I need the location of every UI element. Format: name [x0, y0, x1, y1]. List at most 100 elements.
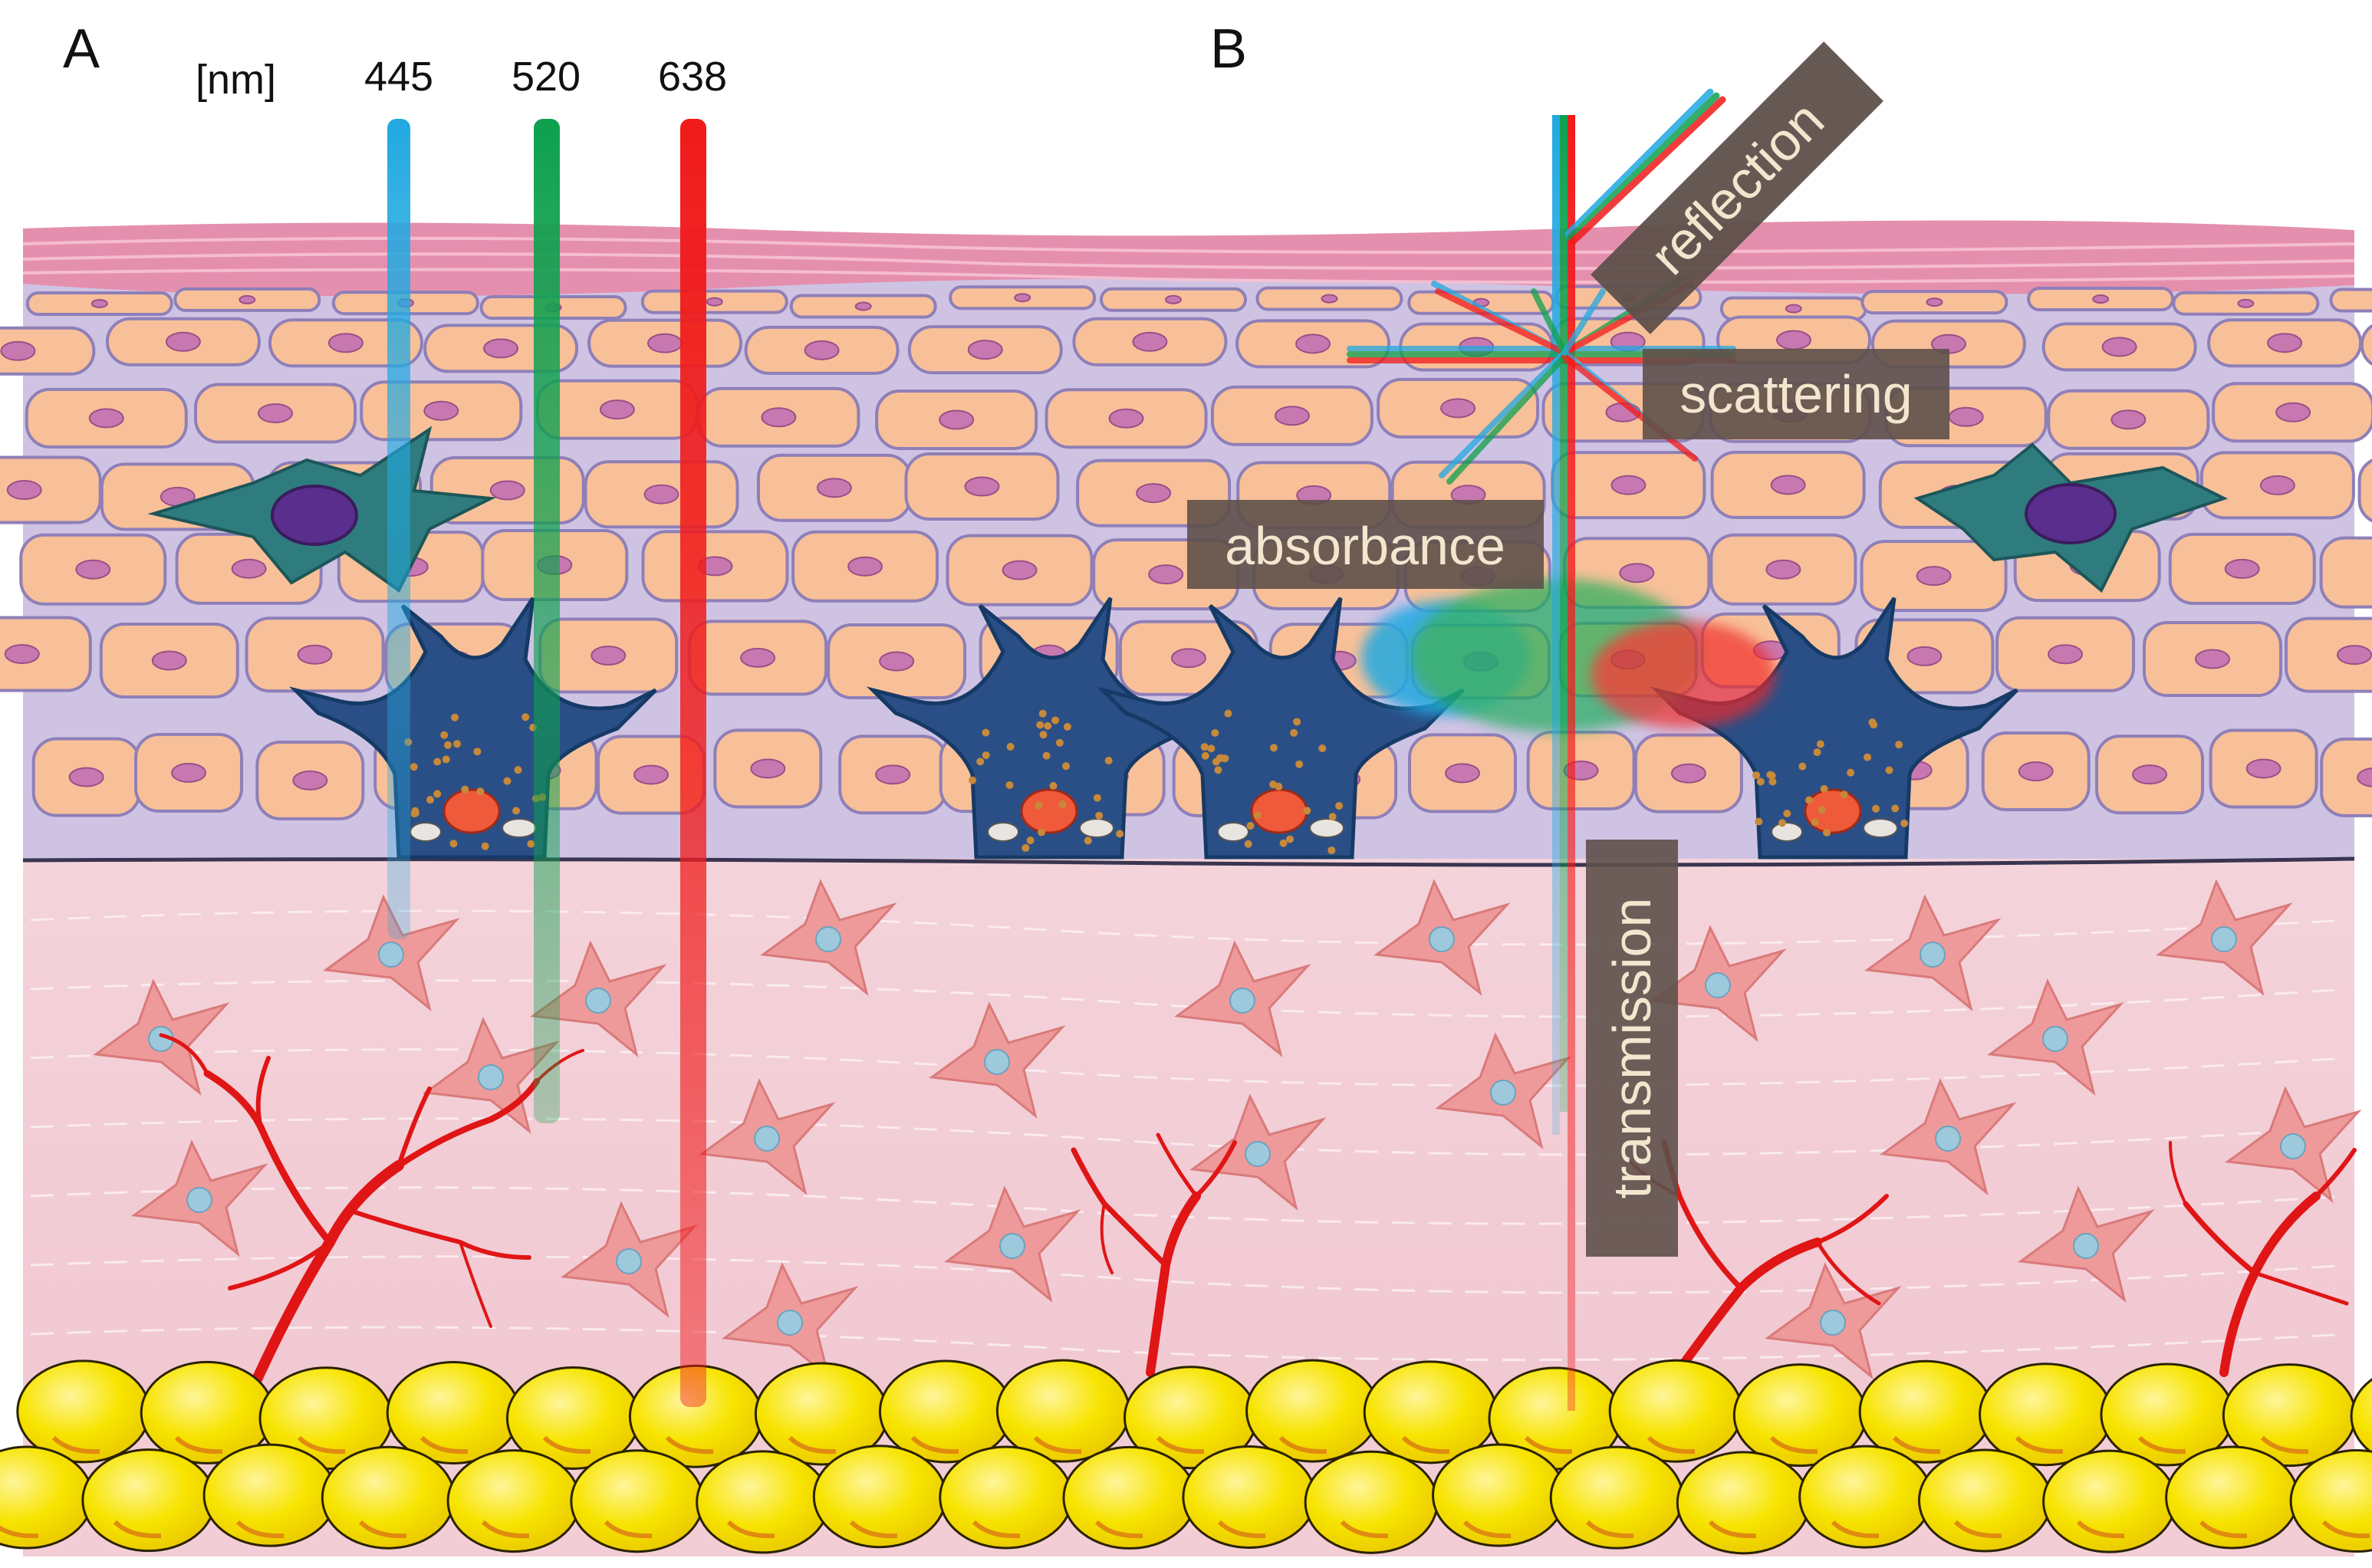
- keratinocyte: [31, 737, 141, 817]
- keratinocyte: [713, 728, 823, 809]
- blood-vessels: [159, 1033, 2357, 1393]
- fibroblast: [1765, 1262, 1902, 1379]
- keratinocyte: [25, 291, 173, 316]
- keratinocyte: [0, 455, 102, 524]
- keratinocyte: [1860, 290, 2008, 315]
- adipocyte: [1549, 1445, 1684, 1550]
- keratinocyte: [2172, 291, 2320, 316]
- melanocyte-cells: [288, 597, 2018, 860]
- capillary-tree: [2169, 1141, 2357, 1377]
- transmission-label: transmission: [1602, 898, 1662, 1199]
- adipocyte: [2222, 1363, 2357, 1468]
- keratinocyte: [1210, 385, 1374, 446]
- wavelength-label-638: 638: [658, 54, 727, 100]
- melanocyte: [1096, 597, 1465, 860]
- keratinocyte: [641, 530, 789, 603]
- fibroblast: [1189, 1093, 1327, 1211]
- keratinocyte: [1710, 450, 1866, 519]
- fibroblast: [131, 1139, 268, 1257]
- adipocyte: [1917, 1448, 2052, 1553]
- keratinocyte: [1860, 540, 2008, 613]
- beam-b-blue: [1552, 115, 1560, 1135]
- adipocyte: [202, 1443, 337, 1547]
- fibroblast: [1650, 925, 1787, 1042]
- keratinocyte: [2320, 737, 2372, 817]
- keratinocyte: [949, 285, 1097, 311]
- keratinocyte: [2212, 382, 2372, 443]
- keratinocyte: [584, 460, 739, 529]
- keratinocyte: [744, 325, 900, 375]
- adipocyte: [1062, 1445, 1197, 1550]
- fibroblast: [323, 894, 460, 1011]
- adipocyte: [1182, 1445, 1317, 1549]
- absorbance-label: absorbance: [1225, 516, 1505, 576]
- adipocyte: [570, 1449, 705, 1553]
- keratinocyte: [105, 317, 261, 367]
- keratinocyte: [640, 289, 788, 314]
- keratinocyte: [194, 383, 357, 444]
- fibroblast-cells: [93, 879, 2362, 1379]
- beam-445nm: [387, 119, 410, 939]
- keratinocyte: [25, 387, 188, 449]
- panel-b-interactions: [1347, 88, 1775, 1411]
- keratinocyte: [2285, 616, 2372, 693]
- panel-a-beams: [387, 119, 706, 1407]
- keratinocyte: [2095, 735, 2205, 815]
- panel-label-a: A: [63, 18, 100, 80]
- fibroblast: [722, 1262, 859, 1379]
- keratinocyte: [0, 326, 96, 376]
- fibroblast: [1864, 894, 2002, 1011]
- keratinocyte: [1526, 730, 1636, 810]
- fibroblast: [561, 1201, 698, 1318]
- fibroblast: [2018, 1185, 2155, 1303]
- keratinocyte: [697, 386, 860, 448]
- adipocyte: [2165, 1445, 2300, 1550]
- skin-layers: [0, 220, 2372, 1556]
- keratinocyte: [2329, 288, 2372, 313]
- keratinocyte: [875, 389, 1038, 450]
- keratinocyte: [99, 622, 239, 699]
- keratinocyte: [2209, 728, 2318, 809]
- fibroblast: [2156, 879, 2293, 996]
- adipocyte: [2350, 1378, 2372, 1455]
- keratinocyte: [688, 620, 828, 696]
- transmission-label-box: transmission: [1586, 840, 1678, 1257]
- wavelength-label-520: 520: [512, 54, 581, 100]
- keratinocyte: [838, 735, 948, 815]
- scattering-rays: [1347, 273, 1736, 485]
- capillary-tree: [1071, 1132, 1237, 1377]
- adipocyte: [1798, 1445, 1933, 1549]
- fibroblast: [699, 1078, 836, 1195]
- keratinocyte: [2047, 389, 2210, 450]
- keratinocyte: [1099, 287, 1247, 312]
- adipocyte: [505, 1366, 640, 1470]
- keratinocyte: [538, 617, 679, 694]
- keratinocyte: [245, 616, 385, 693]
- panel-label-b: B: [1210, 18, 1247, 80]
- scattering-label: scattering: [1679, 364, 1912, 424]
- keratinocyte: [1709, 533, 1857, 606]
- absorbance-red-spot: [1591, 621, 1775, 728]
- keratinocyte: [907, 325, 1063, 375]
- adipocyte: [81, 1448, 216, 1553]
- keratinocyte: [1633, 733, 1743, 814]
- fibroblast: [2225, 1086, 2362, 1203]
- keratinocyte: [19, 533, 167, 606]
- keratinocyte: [2199, 451, 2355, 520]
- keratinocyte: [1407, 733, 1517, 814]
- adipocyte: [1979, 1363, 2114, 1467]
- keratinocyte: [1072, 317, 1228, 367]
- fibroblast: [530, 940, 667, 1057]
- keratinocyte: [2143, 621, 2283, 698]
- adipocyte: [1608, 1359, 1743, 1463]
- reflection-rays: [1564, 88, 1726, 245]
- beam-520nm: [534, 119, 560, 1123]
- wavelength-unit-label: [nm]: [196, 57, 276, 103]
- keratinocyte: [946, 534, 1094, 606]
- fibroblast: [1174, 940, 1311, 1057]
- keratinocyte: [1551, 451, 1706, 520]
- keratinocyte: [2027, 287, 2175, 312]
- adipocyte-cells: [0, 1359, 2372, 1555]
- keratinocyte: [789, 294, 937, 319]
- beam-638nm: [680, 119, 706, 1407]
